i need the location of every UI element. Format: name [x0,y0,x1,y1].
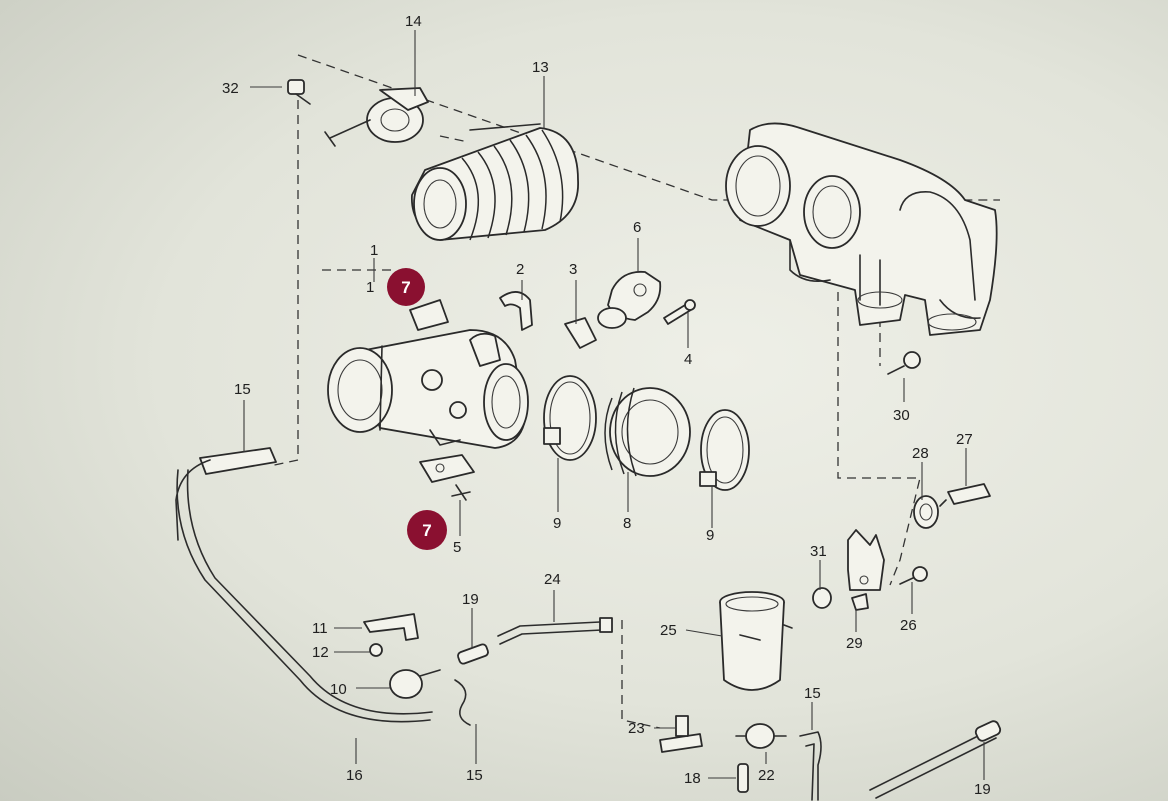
label-part-3: 3 [569,261,577,278]
part-bracket [847,529,885,591]
label-part-12: 12 [312,644,329,661]
label-part-9-left: 9 [553,515,561,532]
label-part-8: 8 [623,515,631,532]
part-3-fitting [564,317,597,349]
hose-15-upper [175,447,277,541]
label-part-14: 14 [405,13,422,30]
label-part-30: 30 [893,407,910,424]
part-23-tee [659,715,703,753]
part-25-canister [719,591,793,691]
part-number-labels: 1 1 2 3 4 5 6 8 9 9 10 11 12 13 14 15 15… [222,13,991,798]
label-part-27: 27 [956,431,973,448]
part-22-filter [735,723,787,749]
label-part-23: 23 [628,720,645,737]
label-part-25: 25 [660,622,677,639]
label-part-19-mid: 19 [462,591,479,608]
label-part-13: 13 [532,59,549,76]
part-19-hose-right [869,720,1002,799]
label-part-11: 11 [312,620,328,637]
part-26-screw [899,566,928,585]
label-part-4: 4 [684,351,692,368]
label-part-16: 16 [346,767,363,784]
label-part-28: 28 [912,445,929,462]
label-part-24: 24 [544,571,561,588]
hose-15-lower-mid [454,679,471,726]
callout-7-upper-label: 7 [401,278,410,297]
part-18-tube [737,763,749,793]
label-part-18: 18 [684,770,701,787]
part-gasket [419,454,475,483]
part-6-valve [597,270,662,329]
part-12-screw [369,643,383,657]
label-part-19-right: 19 [974,781,991,798]
part-31-nut [812,587,832,609]
callout-7-upper: 7 [387,268,425,306]
label-part-1-mid: 1 [366,279,374,296]
part-11-bracket [363,613,419,641]
label-part-2: 2 [516,261,524,278]
label-part-6: 6 [633,219,641,236]
part-28-grommet [913,495,939,529]
label-part-15-upper: 15 [234,381,251,398]
label-part-29: 29 [846,635,863,652]
label-part-5: 5 [453,539,461,556]
part-1-throttle-body [327,299,529,449]
part-4-screw [663,299,696,325]
label-part-26: 26 [900,617,917,634]
leader-lines [243,30,985,780]
callout-7-lower: 7 [407,510,447,550]
part-9-clamp-left [543,375,597,461]
label-part-15-lower-mid: 15 [466,767,483,784]
label-part-32: 32 [222,80,239,97]
label-part-10: 10 [330,681,347,698]
label-part-1-top: 1 [370,242,378,259]
part-5-screw [451,484,471,501]
callout-7-lower-label: 7 [422,521,431,540]
part-9-clamp-right [699,409,750,491]
label-part-31: 31 [810,543,827,560]
intake-manifold [725,122,998,336]
label-part-22: 22 [758,767,775,784]
part-19-connector-mid [457,643,489,665]
part-32-screw [287,79,311,105]
part-29-fitting [851,593,869,611]
part-8-bellows [604,387,691,477]
hose-24 [497,617,613,645]
part-2-clip [499,291,533,331]
part-10-valve [389,669,441,699]
part-15-elbow-lower [799,731,822,801]
part-30-screw [887,351,921,375]
hose-16 [176,469,433,723]
part-14-switch [324,87,429,147]
part-27-sensor [939,483,991,507]
label-part-15-lower-right: 15 [804,685,821,702]
label-part-9-right: 9 [706,527,714,544]
part-13-bellows [411,123,579,241]
